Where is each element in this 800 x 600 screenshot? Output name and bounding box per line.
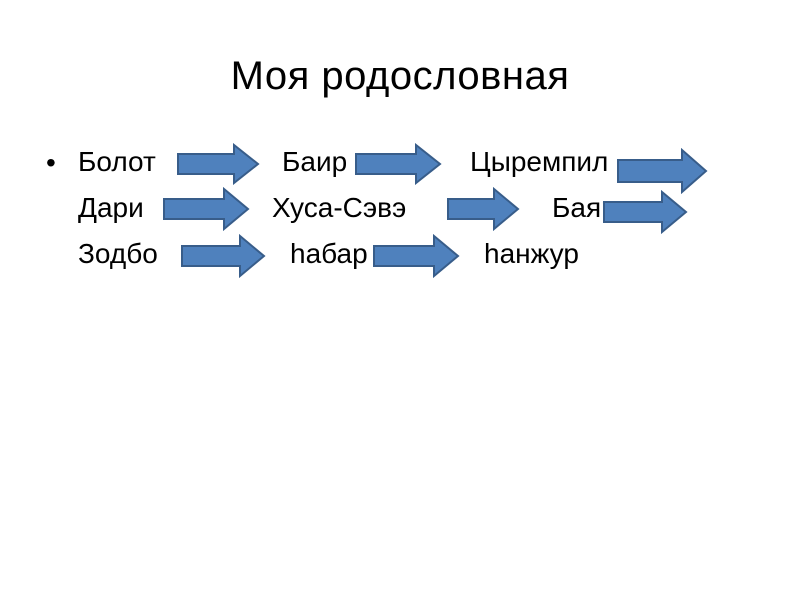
name-bolot: Болот: [78, 146, 156, 177]
right-block-arrow-icon: [162, 187, 250, 231]
bullet-point: •: [46, 147, 56, 178]
right-block-arrow-icon: [616, 148, 708, 194]
name-khusa-seve: Хуса-Сэвэ: [272, 192, 407, 223]
right-block-arrow-icon-svg: [177, 143, 260, 185]
name-bair: Баир: [282, 146, 348, 177]
name-dari: Дари: [78, 192, 144, 223]
right-block-arrow-icon: [446, 187, 520, 231]
name-hanzhur: hанжур: [484, 238, 579, 269]
right-block-arrow-icon: [354, 143, 442, 185]
right-block-arrow-icon: [180, 234, 266, 278]
name-tsyrempil: Цыремпил: [470, 146, 609, 177]
name-habar: hабар: [290, 238, 368, 269]
right-block-arrow-icon: [602, 190, 688, 234]
right-block-arrow-icon: [372, 234, 460, 278]
slide-title: Моя родословная: [230, 54, 570, 98]
right-block-arrow-icon: [176, 143, 260, 185]
name-zodbo: Зодбо: [78, 238, 158, 269]
